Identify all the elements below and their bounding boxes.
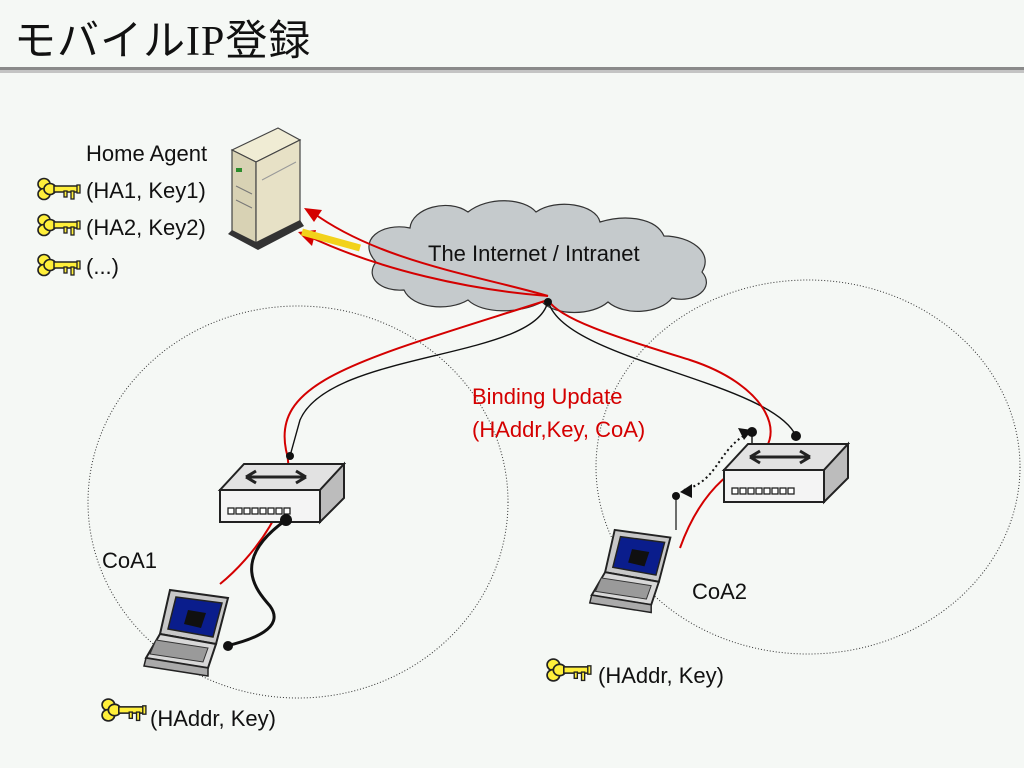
page-title: モバイルIP登録: [14, 19, 312, 65]
home-agent-label: Home Agent: [86, 141, 207, 166]
binding-update-params: (HAddr,Key, CoA): [472, 417, 645, 442]
coa1-coverage-circle: [87, 305, 509, 699]
registration-link: [301, 228, 361, 252]
binding-update-arrow-2: [307, 235, 549, 297]
binding-update-arrow-1: [311, 211, 549, 297]
coa2-key-label: (HAddr, Key): [598, 663, 724, 688]
title-divider: [0, 67, 1024, 73]
home-agent-key-2: (HA2, Key2): [86, 215, 206, 240]
coa1-label: CoA1: [102, 548, 157, 573]
cable-internet-hub1: [289, 299, 549, 457]
key-icon-ha3: [37, 253, 81, 277]
binding-update-path-coa2: [547, 299, 772, 549]
internet-cloud: [368, 200, 707, 313]
key-icon-ha1: [37, 177, 81, 201]
coa2-label: CoA2: [692, 579, 747, 604]
home-agent-server: [228, 127, 304, 250]
key-icon-ha2: [37, 213, 81, 237]
internet-label: The Internet / Intranet: [428, 241, 640, 266]
key-icon-coa1: [101, 698, 147, 722]
wireless-link-coa2: [683, 431, 751, 491]
binding-update-title: Binding Update: [472, 384, 622, 409]
hub-coa1: [218, 462, 346, 524]
key-icon-coa2: [546, 658, 592, 682]
home-agent-key-1: (HA1, Key1): [86, 178, 206, 203]
mobile-node-laptop-coa1: [142, 588, 230, 678]
coa2-coverage-circle: [595, 279, 1021, 655]
binding-update-path-coa1: [219, 299, 549, 585]
cable-laptop1-hub1: [225, 518, 287, 648]
mobile-node-laptop-coa2: [588, 528, 672, 614]
hub-coa2: [722, 442, 850, 504]
cable-internet-hub2: [547, 299, 797, 437]
home-agent-key-3: (...): [86, 254, 119, 279]
coa1-key-label: (HAddr, Key): [150, 706, 276, 731]
